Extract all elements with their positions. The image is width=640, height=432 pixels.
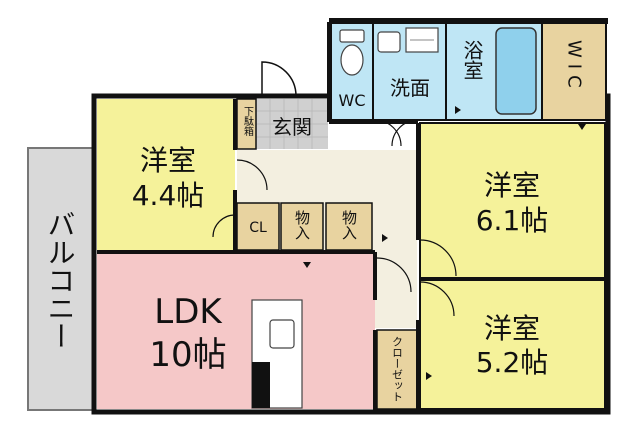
closet-small: CL — [236, 202, 280, 251]
ldk-size: 10帖 — [149, 335, 226, 375]
shoe-box: 下駄箱 — [236, 98, 257, 150]
wic-label: WIC — [564, 40, 585, 94]
sliding-arrows — [303, 106, 586, 380]
storage-2: 物入 — [325, 202, 373, 251]
washroom-label: 洗面 — [390, 76, 430, 100]
toilet: WC — [330, 21, 374, 121]
balcony: バルコニー — [27, 147, 95, 411]
western-room-5-2: 洋室 5.2帖 — [419, 279, 606, 410]
walk-in-closet: WIC — [541, 21, 607, 121]
room-size: 6.1帖 — [476, 204, 549, 237]
balcony-label: バルコニー — [44, 210, 77, 350]
room-size: 4.4帖 — [132, 179, 205, 212]
entry-door-swing — [261, 61, 297, 97]
storage-label: 物入 — [293, 210, 311, 240]
bathroom-label: 浴室 — [460, 40, 484, 80]
closet-small-label: CL — [249, 220, 267, 236]
room-name: 洋室 — [484, 312, 540, 345]
western-room-6-1: 洋室 6.1帖 — [419, 122, 606, 279]
entrance-label: 玄関 — [272, 115, 312, 139]
storage-1: 物入 — [280, 202, 324, 251]
kitchen-sink — [269, 319, 295, 349]
room-size: 5.2帖 — [476, 346, 549, 379]
closet-tall-label: クローゼット — [391, 336, 404, 402]
bathroom: 浴室 — [445, 21, 543, 121]
door-swings — [212, 119, 419, 293]
entrance: 玄関 — [256, 99, 328, 149]
room-name: 洋室 — [140, 144, 196, 177]
ldk-name: LDK — [154, 292, 223, 332]
room-name: 洋室 — [484, 169, 540, 202]
interior-walls — [97, 22, 420, 410]
ldk: LDK 10帖 — [97, 254, 375, 409]
closet-tall: クローゼット — [376, 329, 418, 410]
toilet-label: WC — [339, 91, 366, 110]
storage-label: 物入 — [340, 210, 358, 240]
western-room-4-4: 洋室 4.4帖 — [97, 99, 235, 253]
shoe-box-label: 下駄箱 — [242, 106, 254, 137]
fridge-space — [252, 362, 270, 408]
washroom: 洗面 — [372, 21, 447, 121]
